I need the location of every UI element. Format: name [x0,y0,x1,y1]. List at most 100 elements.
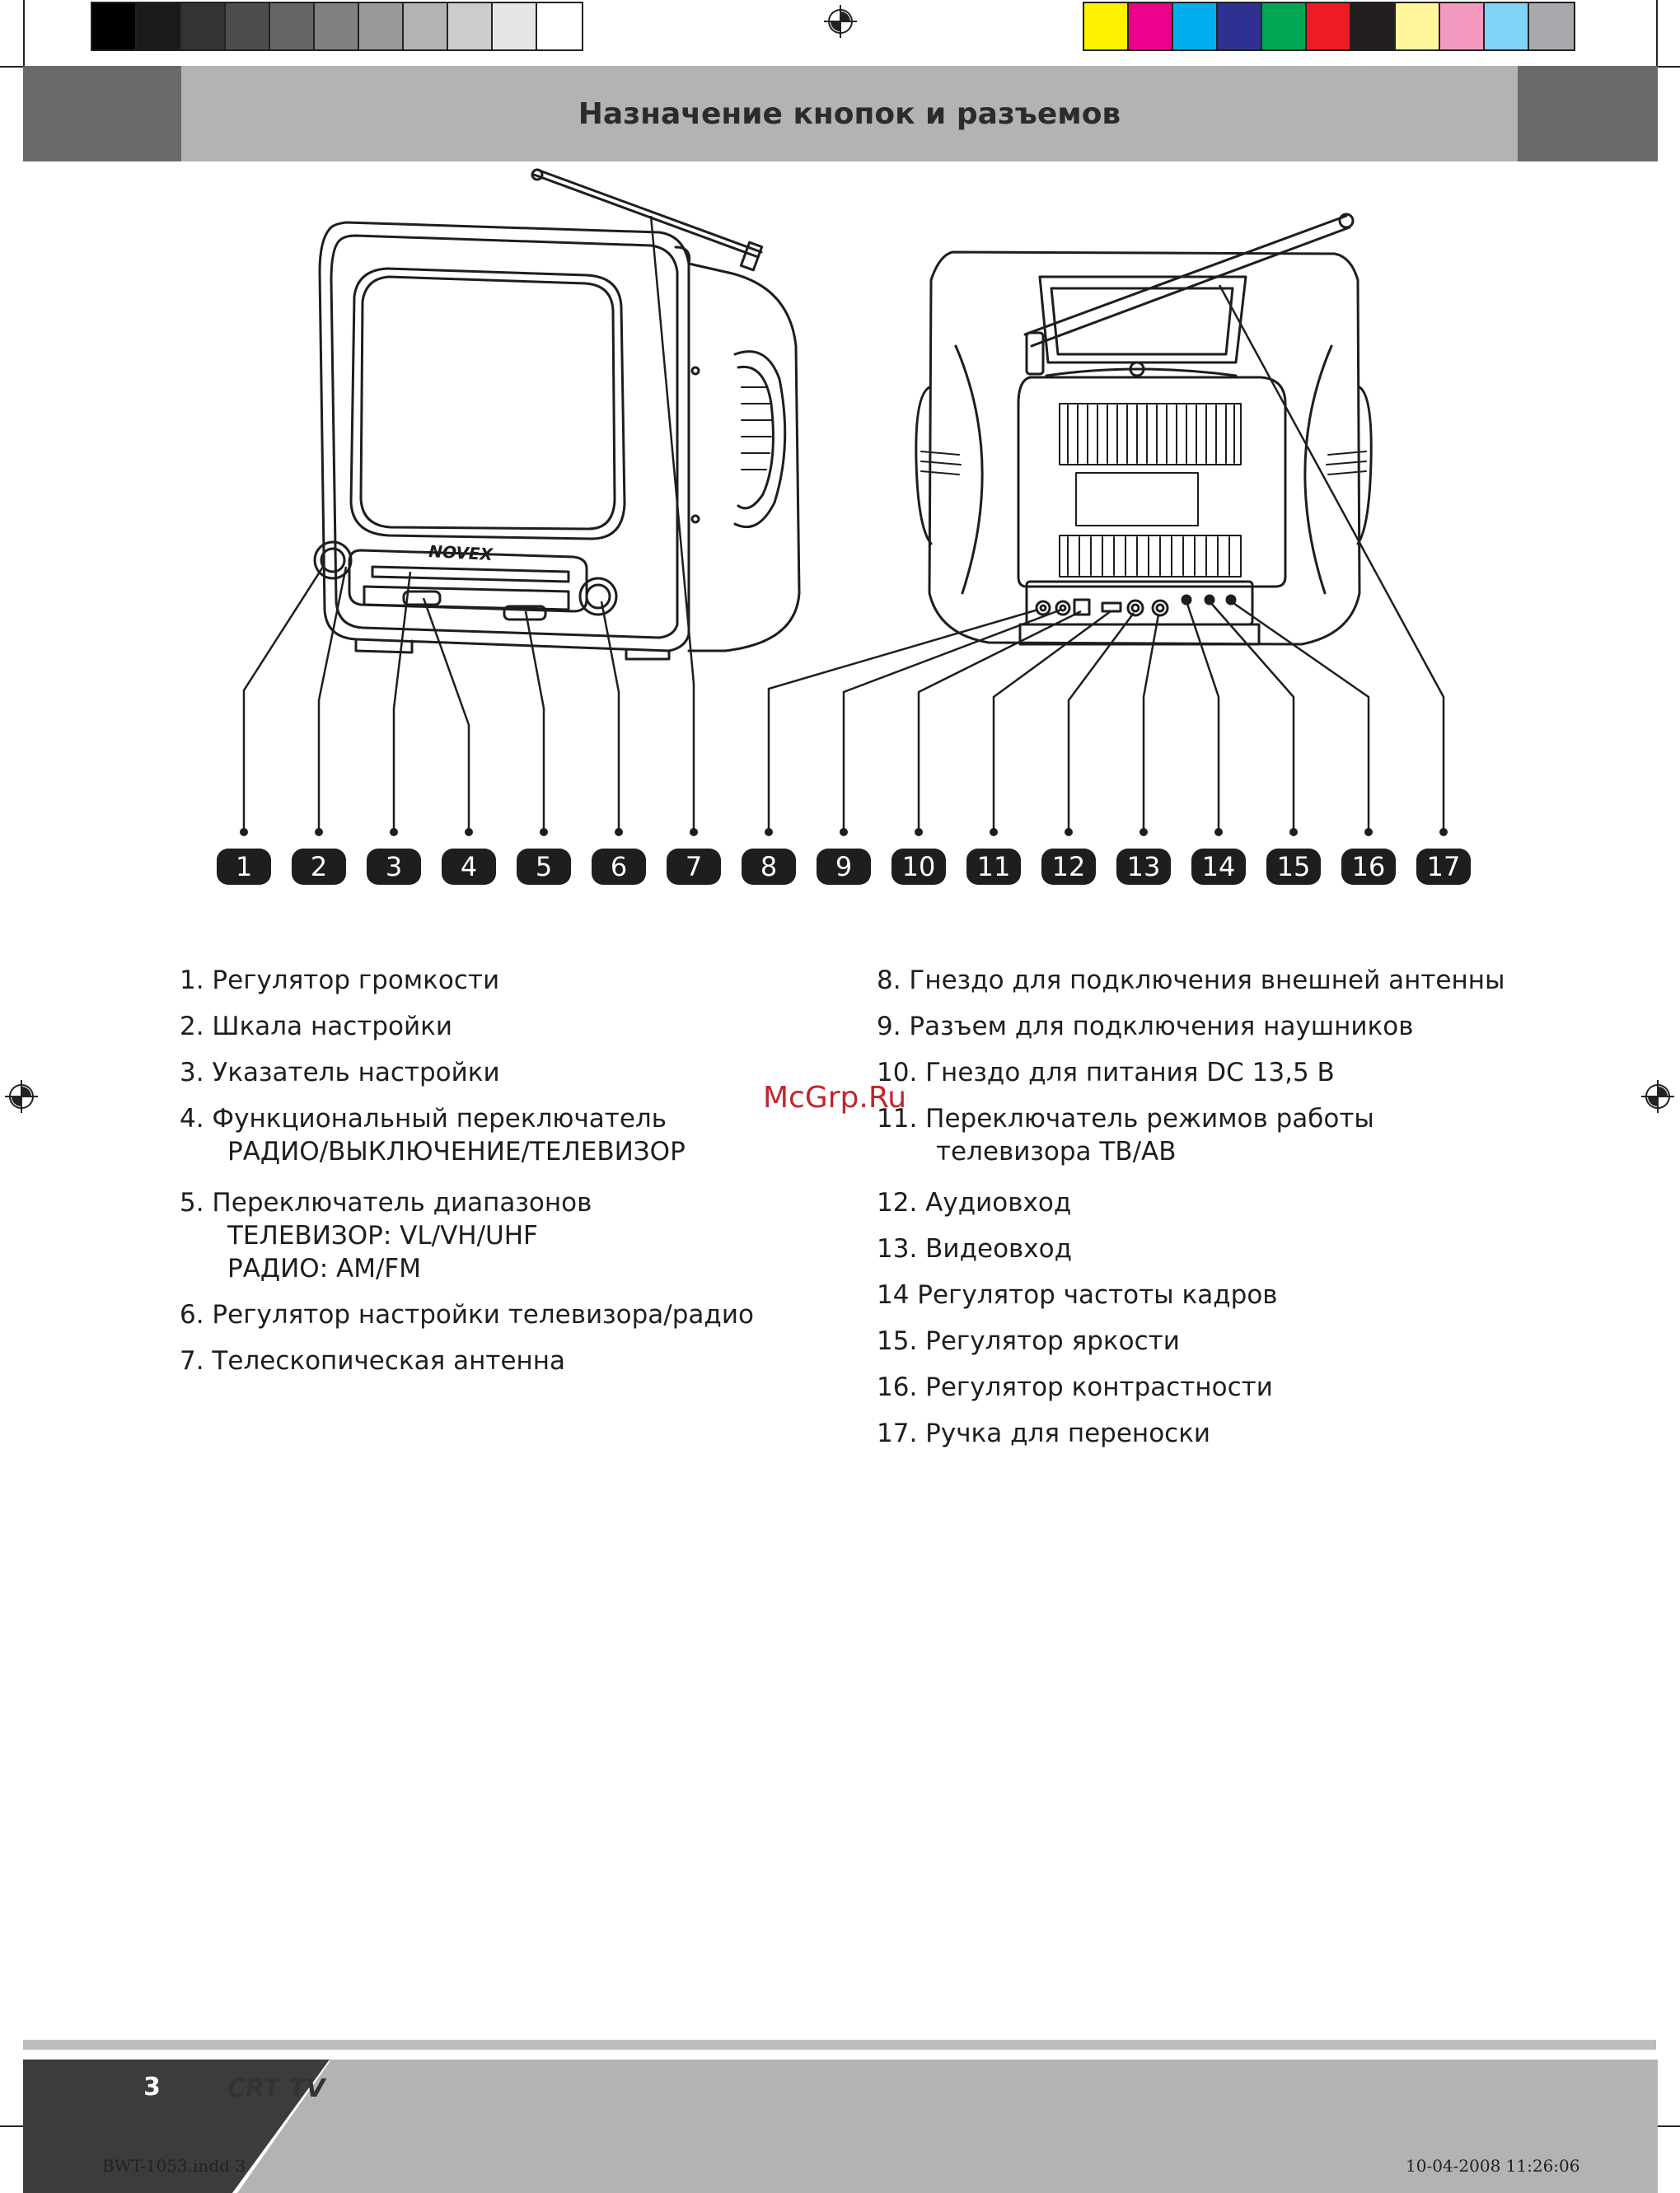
legend-item: 10. Гнездо для питания DC 13,5 В [877,1056,1335,1089]
legend-item-text: 9. Разъем для подключения наушников [877,1012,1414,1041]
footer-rule [23,2040,1656,2050]
crop-mark [1656,0,1658,66]
legend-item-text: 1. Регулятор громкости [180,966,500,995]
callout-badge-7: 7 [667,849,721,885]
callout-badge-14: 14 [1191,849,1246,885]
calibration-swatch [1307,3,1351,49]
legend-item: 13. Видеовход [877,1232,1072,1265]
callout-badge-5: 5 [517,849,571,885]
callout-badge-16: 16 [1341,849,1396,885]
page-title: Назначение кнопок и разъемов [578,97,1121,131]
calibration-swatch [1218,3,1262,49]
calibration-swatch [1351,3,1396,49]
legend-item-text: 5. Переключатель диапазонов [180,1188,592,1218]
footer-slant [204,2060,331,2193]
color-calibration-bar [1083,2,1575,51]
legend-item-text: 4. Функциональный переключатель [180,1104,667,1134]
legend-item: 16. Регулятор контрастности [877,1371,1273,1404]
legend-item-text: 14 Регулятор частоты кадров [877,1280,1278,1310]
legend-item: 15. Регулятор яркости [877,1325,1180,1358]
callout-badge-6: 6 [592,849,646,885]
crop-mark [1658,66,1680,68]
callout-badge-9: 9 [817,849,871,885]
legend-item-text: 11. Переключатель режимов работы [877,1104,1374,1134]
footer-left-block [23,2060,204,2193]
legend-item: 3. Указатель настройки [180,1056,500,1089]
calibration-swatch [270,3,315,49]
callout-badge-2: 2 [292,849,346,885]
header-band [181,66,1518,161]
calibration-swatch [537,3,582,49]
header-left-block [23,66,181,161]
legend-item: 8. Гнездо для подключения внешней антенн… [877,964,1505,997]
legend-item: 9. Разъем для подключения наушников [877,1010,1414,1043]
calibration-swatch [1262,3,1307,49]
legend-item-subtext: РАДИО/ВЫКЛЮЧЕНИЕ/ТЕЛЕВИЗОР [227,1137,686,1167]
callout-badge-11: 11 [966,849,1021,885]
legend-item: 17. Ручка для переноски [877,1417,1210,1450]
legend-item-text: 17. Ручка для переноски [877,1419,1211,1448]
legend-item-text: 2. Шкала настройки [180,1012,452,1041]
footer-title: CRT TV [227,2074,325,2103]
calibration-swatch [1485,3,1529,49]
rear-view-tv [915,213,1373,646]
legend-item-text: 12. Аудиовход [877,1188,1072,1218]
legend-item-text: 6. Регулятор настройки телевизора/радио [180,1300,754,1330]
legend-item-text: 15. Регулятор яркости [877,1326,1180,1356]
legend-item: 14 Регулятор частоты кадров [877,1279,1278,1312]
crop-mark [0,2125,23,2127]
calibration-swatch [226,3,270,49]
page-number: 3 [143,2073,161,2102]
calibration-swatch [137,3,181,49]
crop-mark [1658,2125,1680,2127]
calibration-swatch [1529,3,1574,49]
calibration-swatch [1396,3,1440,49]
calibration-swatch [315,3,359,49]
callout-badge-8: 8 [742,849,796,885]
calibration-swatch [1084,3,1129,49]
legend-item-text: 3. Указатель настройки [180,1058,500,1087]
calibration-swatch [359,3,404,49]
legend-item-text: 8. Гнездо для подключения внешней антенн… [877,966,1505,995]
callout-badge-13: 13 [1116,849,1171,885]
header-right-block [1518,66,1658,161]
print-slug-date: 10-04-2008 11:26:06 [1406,2156,1580,2176]
front-view-tv: NOVEX [313,168,801,661]
legend-item: 7. Телескопическая антенна [180,1344,565,1377]
legend-item-subtext: РАДИО: AM/FM [227,1254,421,1284]
callout-badge-15: 15 [1266,849,1321,885]
calibration-swatch [1440,3,1485,49]
crop-mark [0,66,23,68]
calibration-swatch [1129,3,1173,49]
watermark: McGrp.Ru [763,1081,907,1115]
legend-item: 1. Регулятор громкости [180,964,499,997]
callout-anchor-dots [240,828,1448,836]
callout-badge-3: 3 [367,849,421,885]
legend-item-subtext: ТЕЛЕВИЗОР: VL/VH/UHF [227,1221,538,1251]
legend-item: 6. Регулятор настройки телевизора/радио [180,1298,754,1331]
callout-badge-12: 12 [1041,849,1096,885]
legend-item-text: 10. Гнездо для питания DC 13,5 В [877,1058,1335,1087]
calibration-swatch [404,3,448,49]
legend-item-text: 13. Видеовход [877,1234,1073,1264]
callout-badge-1: 1 [217,849,271,885]
legend-item: 12. Аудиовход [877,1186,1071,1219]
calibration-swatch [181,3,226,49]
callout-badge-10: 10 [891,849,946,885]
legend-item: 2. Шкала настройки [180,1010,452,1043]
crop-mark [23,0,25,66]
footer-band [330,2060,1658,2193]
callout-leaders [242,215,1445,832]
legend-item-subtext: телевизора ТВ/АВ [936,1137,1177,1167]
grayscale-calibration-bar [91,2,583,51]
legend-item-text: 7. Телескопическая антенна [180,1346,566,1376]
print-slug-file: BWT-1053.indd 3 [102,2156,246,2176]
legend-item-text: 16. Регулятор контрастности [877,1372,1273,1402]
calibration-swatch [92,3,137,49]
calibration-swatch [448,3,493,49]
calibration-swatch [493,3,537,49]
callout-badge-4: 4 [442,849,496,885]
